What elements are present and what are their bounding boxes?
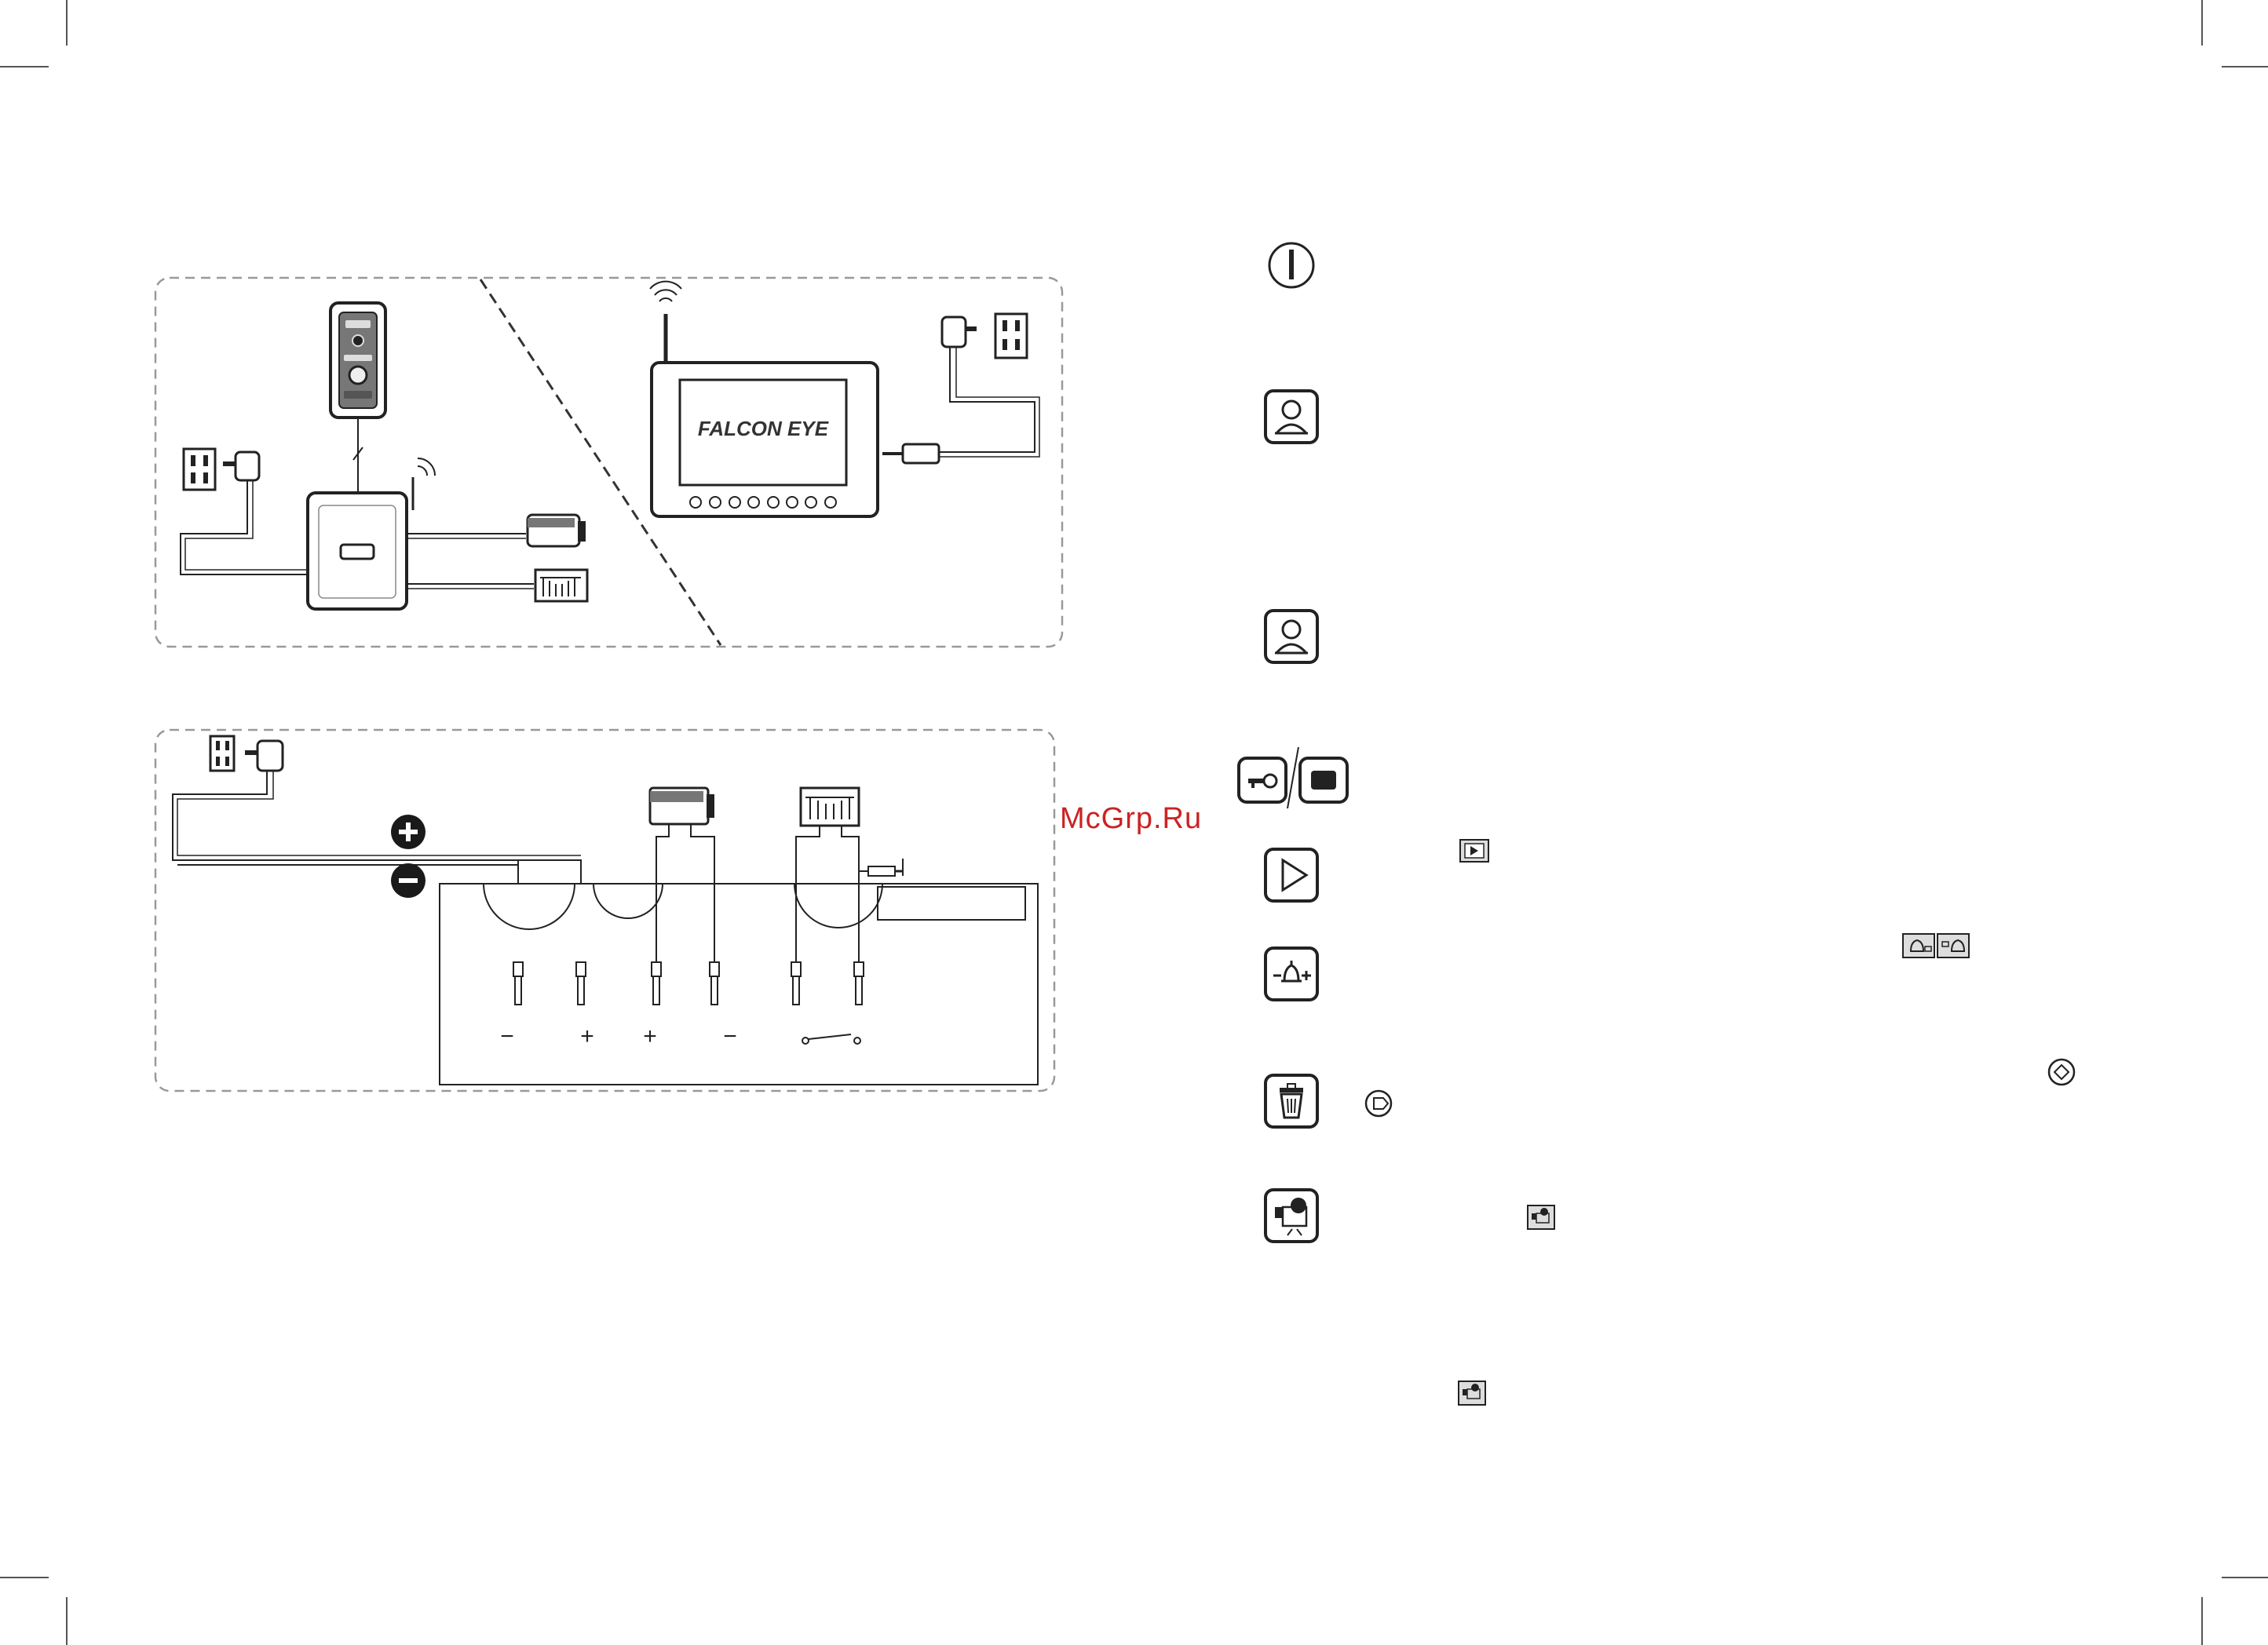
nav-up-small-icon (2047, 1058, 2076, 1086)
camera-small-icon (1527, 1205, 1555, 1230)
door-camera-panel (329, 301, 387, 494)
terminal-label-minus-2: − (723, 1023, 737, 1049)
system-diagram: FALCON EYE (154, 276, 1064, 648)
volume-chime-icon (1264, 947, 1319, 1001)
nav-right-small-icon (1364, 1089, 1393, 1118)
monitor-user-icon (1264, 609, 1319, 664)
watermark-text: McGrp.Ru (1060, 802, 1203, 835)
terminal-label-minus-1: − (500, 1023, 514, 1049)
camera-record-icon (1264, 1188, 1319, 1243)
terminal-label-plus-2: + (643, 1023, 657, 1049)
gate-icon (1298, 757, 1349, 804)
wireless-control-unit (306, 458, 534, 611)
wall-outlet-left (180, 447, 311, 575)
wiring-diagram: − + + − (154, 728, 1056, 1092)
electric-gate (534, 568, 589, 603)
wall-outlet-right (882, 312, 1040, 465)
chime-plus-small-icon (1937, 933, 1970, 958)
electric-lock (526, 513, 586, 548)
monitor-brand-logo: FALCON EYE (698, 417, 829, 440)
play-icon (1264, 848, 1319, 903)
icon-column (1237, 242, 2076, 1406)
indoor-monitor: FALCON EYE (649, 280, 879, 518)
camera-small-icon-2 (1458, 1381, 1486, 1406)
minus-marker (391, 863, 425, 898)
terminal-label-plus-1: + (580, 1023, 594, 1049)
chime-minus-small-icon (1902, 933, 1935, 958)
delete-trash-icon (1264, 1074, 1319, 1129)
switch-symbol (802, 1034, 861, 1045)
plus-marker (391, 815, 425, 849)
playback-small-icon (1459, 839, 1489, 863)
intercom-user-icon (1264, 389, 1319, 444)
power-icon (1268, 242, 1315, 289)
unlock-key-icon (1237, 757, 1287, 804)
